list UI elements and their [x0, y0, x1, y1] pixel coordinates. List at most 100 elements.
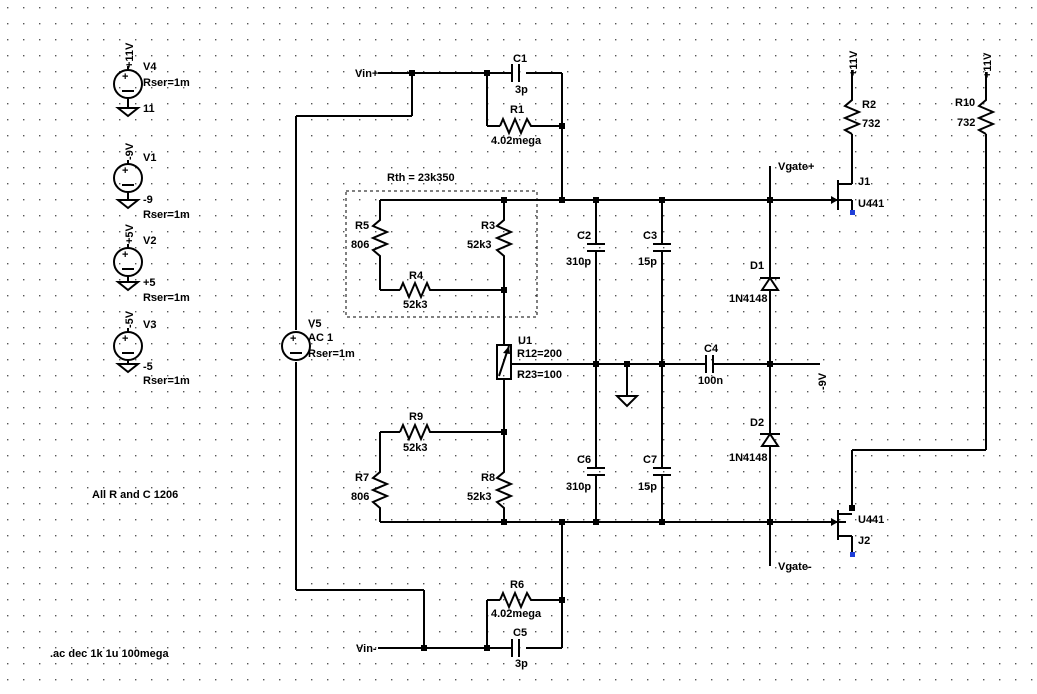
sim-directive: .ac dec 1k 1u 100mega	[50, 648, 170, 660]
capacitor-c4[interactable]: C4 100n	[698, 343, 723, 387]
c6-name: C6	[577, 454, 591, 466]
u1-name: U1	[518, 335, 532, 347]
capacitor-c7[interactable]: C7 15p	[638, 454, 671, 493]
bottom-wiring	[379, 379, 838, 525]
svg-text:+: +	[290, 333, 296, 345]
d1-name: D1	[750, 260, 764, 272]
v3-param: Rser=1m	[143, 375, 190, 387]
v2-param: Rser=1m	[143, 292, 190, 304]
v2-value: +5	[143, 277, 156, 289]
potentiometer-u1[interactable]: U1 R12=200 R23=100	[496, 335, 596, 381]
v1-top-net: -9V	[124, 142, 136, 160]
v4-top-net: +11V	[124, 42, 136, 68]
capacitor-c6[interactable]: C6 310p	[566, 454, 605, 493]
capacitor-c2[interactable]: C2 310p	[566, 230, 605, 268]
r1-name: R1	[510, 104, 524, 116]
v4-value: 11	[143, 103, 155, 115]
resistor-r8[interactable]: R8 52k3	[467, 466, 514, 512]
resistor-r7[interactable]: R7 806	[351, 466, 390, 512]
source-v5[interactable]: + V5 AC 1 Rser=1m	[281, 318, 355, 361]
svg-text:+: +	[122, 249, 128, 261]
capacitor-c3[interactable]: C3 15p	[638, 230, 671, 268]
resistor-r6[interactable]: R6 4.02mega	[491, 579, 542, 620]
source-v1[interactable]: + -9V V1 -9 Rser=1m	[113, 142, 190, 221]
r2-name: R2	[862, 99, 876, 111]
v5-param: Rser=1m	[308, 348, 355, 360]
j1-source-pin	[850, 210, 855, 215]
bottom-feedback-wiring	[378, 522, 565, 651]
capacitor-c1[interactable]: C1 3p	[511, 53, 528, 96]
jfet-j2[interactable]: U441 J2	[831, 505, 884, 557]
v5-name: V5	[308, 318, 321, 330]
v3-value: -5	[143, 361, 153, 373]
source-v2[interactable]: + +5V V2 +5 Rser=1m	[113, 223, 190, 304]
resistor-r3[interactable]: R3 52k3	[467, 214, 514, 262]
j2-name: J2	[858, 535, 870, 547]
source-v3[interactable]: + -5V V3 -5 Rser=1m	[113, 310, 190, 387]
r5-value: 806	[351, 239, 369, 251]
r3-value: 52k3	[467, 239, 491, 251]
r3-name: R3	[481, 220, 495, 232]
u1-r12: R12=200	[517, 348, 562, 360]
diode-d2[interactable]: D2 1N4148	[729, 417, 780, 464]
resistor-r4[interactable]: R4 52k3	[399, 270, 432, 311]
r6-name: R6	[510, 579, 524, 591]
j1-name: J1	[858, 176, 870, 188]
capacitor-c5[interactable]: C5 3p	[511, 627, 528, 670]
v2-name: V2	[143, 235, 156, 247]
net-label-vin-minus: Vin-	[356, 643, 377, 655]
c3-name: C3	[643, 230, 657, 242]
c5-name: C5	[513, 627, 527, 639]
j1-model: U441	[858, 198, 884, 210]
source-v4[interactable]: + +11V V4 Rser=1m 11	[113, 42, 190, 118]
svg-text:+: +	[122, 333, 128, 345]
c7-name: C7	[643, 454, 657, 466]
d2-name: D2	[750, 417, 764, 429]
c1-value: 3p	[515, 84, 528, 96]
r7-name: R7	[355, 472, 369, 484]
rth-wiring	[379, 197, 838, 345]
c4-name: C4	[704, 343, 719, 355]
net-label-vgate-minus: Vgate-	[778, 561, 812, 573]
resistor-r2[interactable]: R2 732 +11V	[842, 50, 880, 172]
r7-value: 806	[351, 491, 369, 503]
r10-value: 732	[957, 117, 975, 129]
c6-value: 310p	[566, 481, 591, 493]
v5-ac: AC 1	[308, 332, 333, 344]
r4-name: R4	[409, 270, 424, 282]
resistor-r10[interactable]: R10 732 +11V	[851, 52, 996, 510]
resistor-r5[interactable]: R5 806	[351, 214, 390, 262]
c5-value: 3p	[515, 658, 528, 670]
diode-d1[interactable]: D1 1N4148	[729, 260, 780, 305]
rth-box	[345, 190, 538, 318]
svg-text:+: +	[122, 71, 128, 83]
input-wiring	[295, 73, 425, 648]
jfet-j1[interactable]: J1 U441	[831, 172, 884, 215]
r8-name: R8	[481, 472, 495, 484]
r10-name: R10	[955, 97, 975, 109]
top-feedback-wiring	[378, 70, 565, 200]
r5-name: R5	[355, 220, 369, 232]
net-label-minus9v: -9V	[817, 372, 829, 390]
resistor-r1[interactable]: R1 4.02mega	[491, 104, 542, 147]
diode-wiring	[767, 166, 773, 566]
r4-value: 52k3	[403, 299, 427, 311]
r1-value: 4.02mega	[491, 135, 542, 147]
r9-value: 52k3	[403, 442, 427, 454]
v2-top-net: +5V	[124, 223, 136, 244]
r6-value: 4.02mega	[491, 608, 542, 620]
v3-name: V3	[143, 319, 156, 331]
svg-text:+: +	[122, 165, 128, 177]
d2-value: 1N4148	[729, 452, 768, 464]
v1-name: V1	[143, 152, 156, 164]
r2-value: 732	[862, 118, 880, 130]
c2-value: 310p	[566, 256, 591, 268]
d1-value: 1N4148	[729, 293, 768, 305]
cap-columns-wiring	[593, 197, 820, 525]
v4-name: V4	[143, 61, 157, 73]
c3-value: 15p	[638, 256, 657, 268]
c1-name: C1	[513, 53, 527, 65]
resistor-r9[interactable]: R9 52k3	[399, 411, 432, 454]
